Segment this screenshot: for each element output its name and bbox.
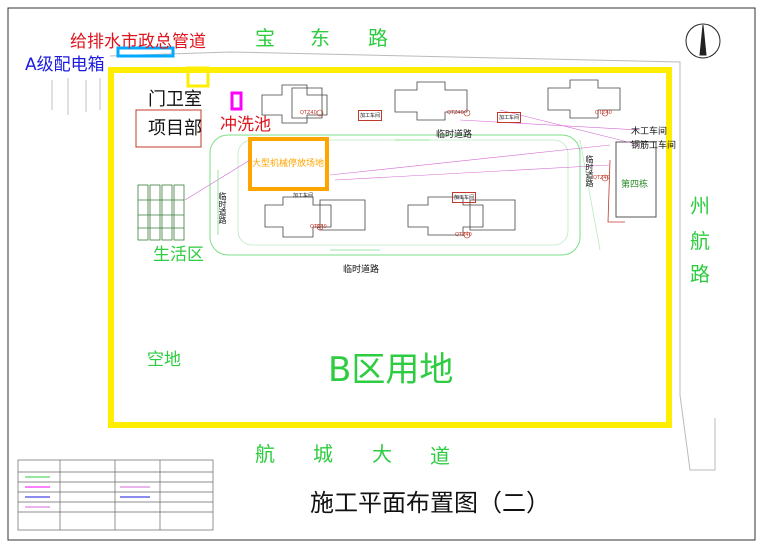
crane-tag-1: QTZ40	[300, 110, 317, 116]
work-shed-b: 加工车间	[497, 112, 522, 123]
crane-tag-5: QTZ40	[455, 232, 472, 238]
water-pipe-bar	[116, 46, 175, 58]
road-east-char-1: 州	[690, 194, 710, 218]
road-arrows	[217, 139, 430, 251]
machinery-yard-box	[248, 137, 329, 191]
crane-tag-4: QTZ40	[310, 224, 327, 230]
drawing-frame	[7, 7, 756, 541]
road-north-char-1: 宝	[255, 26, 275, 50]
distribution-box-label: A级配电箱	[25, 55, 105, 75]
project-dept-label: 项目部	[148, 118, 202, 139]
legend-table	[17, 459, 214, 531]
work-shed-a: 加工车间	[358, 110, 383, 121]
wash-pool-box	[230, 91, 243, 111]
site-outline-faint	[109, 51, 716, 471]
zone-b-label: B区用地	[328, 350, 454, 390]
machinery-yard-label: 大型机械停放场地	[252, 159, 325, 169]
living-area-label: 生活区	[153, 245, 204, 265]
crane-tag-6: QTZ40	[593, 175, 610, 181]
tower-cranes	[316, 109, 609, 239]
temp-road-loop	[209, 134, 581, 256]
temp-road-right-label: 临时道路	[585, 155, 594, 187]
road-south-char-4: 道	[430, 444, 450, 468]
road-north-char-3: 路	[368, 26, 388, 50]
magenta-lines	[184, 109, 641, 201]
road-south-char-1: 航	[255, 442, 275, 466]
work-shed-d: 加工车间	[452, 192, 477, 203]
road-east-char-3: 路	[690, 262, 710, 286]
work-shed-c: 加工车间	[293, 193, 314, 199]
crane-tag-2: QTZ40	[447, 110, 464, 116]
gatehouse-box	[186, 66, 210, 88]
living-area-dorms	[137, 184, 185, 241]
road-south-char-2: 城	[313, 442, 333, 466]
north-arrow	[685, 23, 721, 59]
building-4-label: 第四栋	[621, 180, 649, 190]
site-boundary	[108, 67, 672, 428]
crane-tag-3: QTZ40	[595, 110, 612, 116]
temp-road-left-label: 临时道路	[218, 192, 227, 224]
legend-symbols	[25, 476, 150, 508]
drawing-title: 施工平面布置图（二）	[310, 489, 550, 517]
building-4-link	[607, 159, 625, 223]
road-north-char-2: 东	[310, 26, 330, 50]
gatehouse-label: 门卫室	[148, 89, 202, 110]
buildings-top	[261, 79, 621, 124]
buildings-middle	[264, 196, 516, 238]
empty-land-label: 空地	[147, 350, 181, 370]
water-pipe-label: 给排水市政总管道	[70, 32, 206, 52]
rebar-shop-label: 钢筋工车间	[631, 141, 677, 151]
temp-road-top-label: 临时道路	[436, 130, 473, 140]
wash-pool-label: 冲洗池	[220, 115, 271, 135]
left-dashes	[51, 78, 101, 115]
project-dept-box	[135, 109, 202, 148]
temp-road-right	[579, 139, 601, 251]
temp-road-bottom-label: 临时道路	[343, 265, 380, 275]
carpentry-shop-label: 木工车间	[631, 127, 668, 137]
building-4-box	[615, 141, 657, 218]
road-east-char-2: 航	[690, 229, 710, 253]
road-south-char-3: 大	[372, 442, 392, 466]
